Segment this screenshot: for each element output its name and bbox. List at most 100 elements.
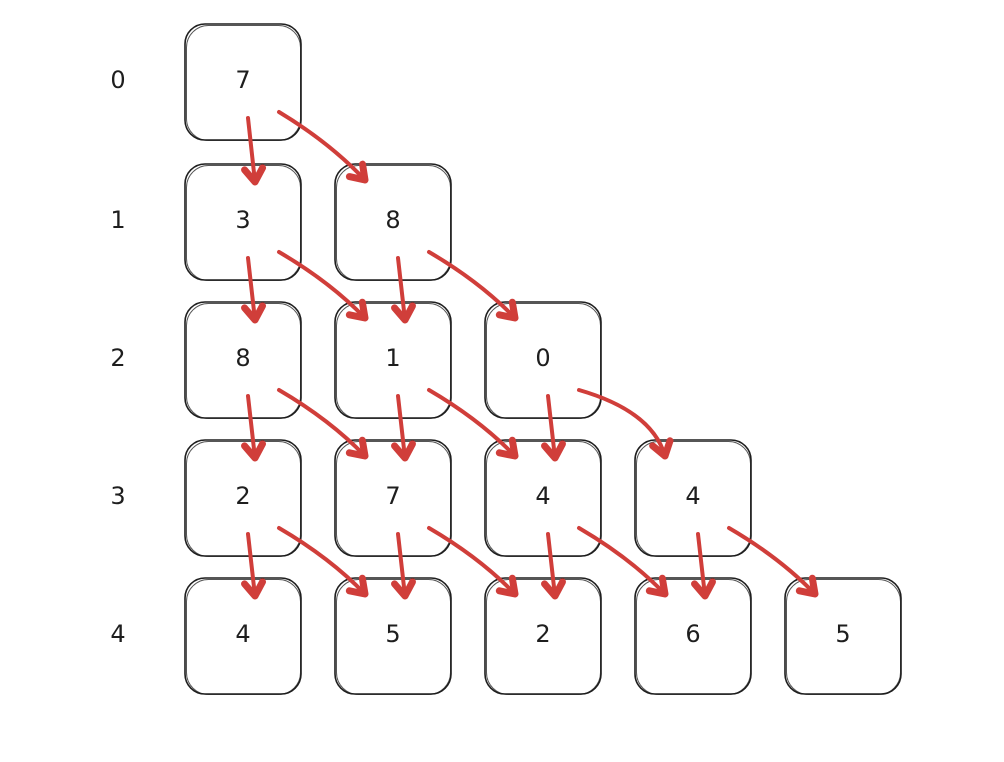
arrow-diag-r2-c2	[577, 388, 674, 460]
arrowhead	[649, 437, 674, 460]
cell-value: 7	[385, 482, 400, 510]
cell-box-sketch	[186, 579, 301, 695]
arrowhead	[345, 298, 369, 322]
cell-r3-c1: 7	[334, 439, 452, 557]
arrow-diag-r0-c0	[277, 110, 369, 184]
cell-value: 4	[235, 620, 250, 648]
cell-r3-c3: 4	[634, 439, 752, 557]
cell-box-sketch	[486, 303, 601, 419]
arrowhead	[345, 160, 369, 184]
cell-r4-c4: 5	[784, 577, 902, 695]
cell-box-sketch	[186, 303, 301, 419]
arrow-shaft	[277, 526, 367, 596]
arrowhead	[241, 440, 266, 462]
row-label-2: 2	[110, 344, 125, 372]
arrow-shaft	[577, 388, 667, 458]
arrow-diag-r3-c2	[577, 526, 669, 598]
cell-r3-c2: 4	[484, 439, 602, 557]
row-label-0: 0	[110, 66, 125, 94]
arrow-shaft	[727, 526, 817, 596]
arrow-down-r0-c0	[241, 116, 267, 186]
arrowhead	[541, 440, 566, 462]
cell-box-sketch	[336, 579, 451, 695]
row-label-4: 4	[110, 620, 125, 648]
arrowhead	[495, 298, 519, 322]
arrowhead	[345, 574, 369, 598]
cell-r1-c1: 8	[334, 163, 452, 281]
cell-value: 4	[685, 482, 700, 510]
cell-value: 8	[235, 344, 250, 372]
arrowhead	[495, 574, 519, 598]
cell-value: 4	[535, 482, 550, 510]
arrow-down-r3-c0	[241, 532, 266, 600]
cell-r2-c0: 8	[184, 301, 302, 419]
cell-box-sketch	[486, 441, 601, 557]
arrow-shaft	[427, 526, 517, 596]
arrowhead	[795, 574, 819, 598]
arrowhead	[241, 164, 267, 186]
arrowhead	[391, 302, 416, 324]
arrow-shaft	[277, 250, 367, 320]
arrow-down-r1-c0	[241, 256, 266, 324]
arrow-down-r2-c0	[241, 394, 266, 462]
arrowhead	[691, 578, 716, 600]
arrow-layer	[241, 110, 819, 600]
arrow-down-r1-c1	[391, 256, 416, 324]
arrowhead	[495, 436, 519, 460]
cell-r4-c3: 6	[634, 577, 752, 695]
cell-value: 5	[385, 620, 400, 648]
arrow-shaft	[577, 526, 667, 596]
cell-box-sketch	[336, 303, 451, 419]
arrow-shaft	[427, 250, 517, 320]
arrow-diag-r1-c0	[277, 250, 369, 322]
arrow-diag-r1-c1	[427, 250, 519, 322]
cell-r2-c1: 1	[334, 301, 452, 419]
cell-r4-c2: 2	[484, 577, 602, 695]
arrowhead	[241, 578, 266, 600]
cell-box-sketch	[186, 165, 301, 281]
arrow-down-r3-c3	[691, 532, 716, 600]
cell-value: 1	[385, 344, 400, 372]
cell-box-sketch	[636, 579, 751, 695]
cell-value: 8	[385, 206, 400, 234]
arrowhead	[241, 302, 266, 324]
arrowhead	[345, 436, 369, 460]
cell-r4-c1: 5	[334, 577, 452, 695]
cell-box-sketch	[186, 441, 301, 557]
arrow-diag-r3-c1	[427, 526, 519, 598]
cell-box-sketch	[486, 579, 601, 695]
arrowhead	[391, 440, 416, 462]
arrowhead	[391, 578, 416, 600]
cell-grid: 7 3 8 8 1 0 2 7 4 4 4 5 2 6 5	[184, 23, 902, 695]
arrowhead	[541, 578, 566, 600]
cell-box-sketch	[336, 441, 451, 557]
arrow-down-r2-c2	[541, 394, 566, 462]
arrow-down-r2-c1	[391, 394, 416, 462]
arrow-shaft	[277, 388, 367, 458]
cell-r4-c0: 4	[184, 577, 302, 695]
cell-box-sketch	[186, 25, 301, 141]
arrow-down-r3-c1	[391, 532, 416, 600]
cell-box-sketch	[786, 579, 901, 695]
arrow-diag-r3-c0	[277, 526, 369, 598]
cell-value: 2	[235, 482, 250, 510]
cell-box-sketch	[636, 441, 751, 557]
cell-value: 3	[235, 206, 250, 234]
cell-value: 6	[685, 620, 700, 648]
cell-r1-c0: 3	[184, 163, 302, 281]
arrow-diag-r2-c1	[427, 388, 519, 460]
arrowhead	[645, 574, 669, 598]
cell-r3-c0: 2	[184, 439, 302, 557]
cell-r2-c2: 0	[484, 301, 602, 419]
cell-value: 2	[535, 620, 550, 648]
arrow-diag-r2-c0	[277, 388, 369, 460]
arrow-shaft	[427, 388, 517, 458]
arrow-diag-r3-c3	[727, 526, 819, 598]
arrow-down-r3-c2	[541, 532, 566, 600]
row-label-1: 1	[110, 206, 125, 234]
cell-value: 7	[235, 66, 250, 94]
cell-value: 0	[535, 344, 550, 372]
arrow-shaft	[277, 110, 367, 182]
